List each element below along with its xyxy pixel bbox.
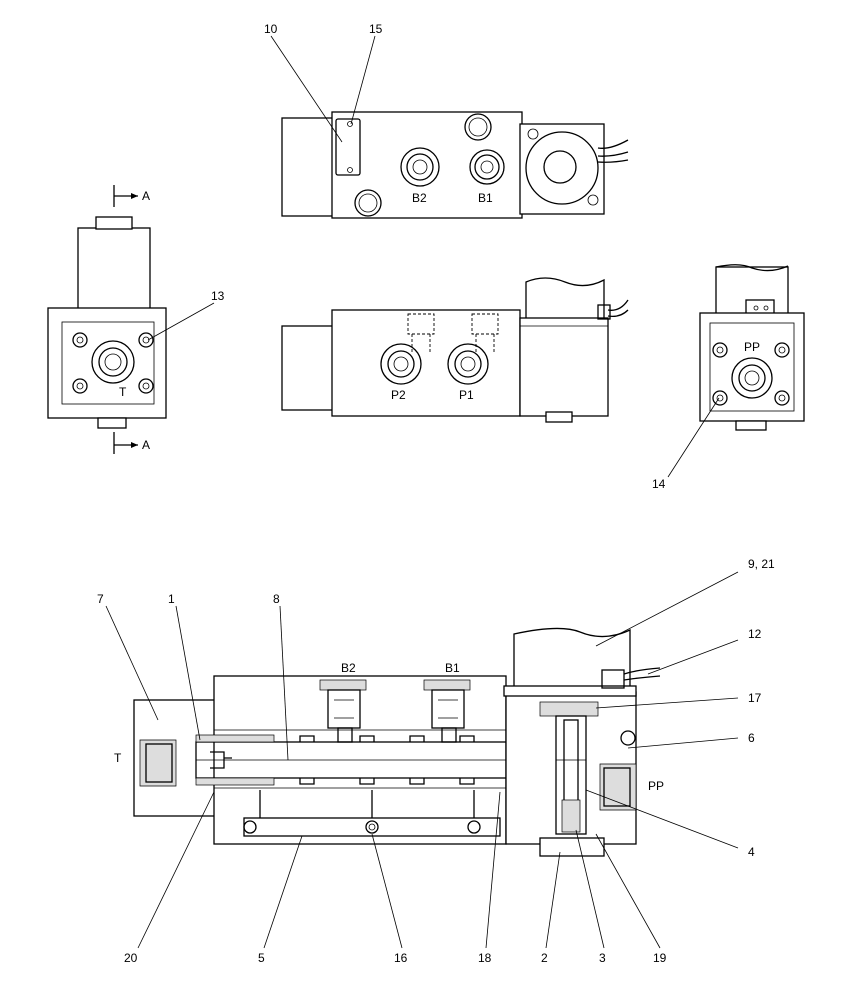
callout-12: 12 bbox=[748, 627, 762, 641]
solenoid-housing-left bbox=[77, 227, 151, 311]
left-end-view: A T A bbox=[47, 185, 167, 454]
callout-13: 13 bbox=[211, 289, 225, 303]
leader-lines bbox=[105, 35, 739, 949]
port-t-label-end: T bbox=[119, 385, 127, 399]
port-b2-label-section: B2 bbox=[341, 661, 356, 675]
solenoid-section bbox=[503, 627, 661, 697]
right-end-view: PP bbox=[699, 264, 805, 431]
port-b2-label-top: B2 bbox=[412, 191, 427, 205]
callout-4: 4 bbox=[748, 845, 755, 859]
port-p2-label-front: P2 bbox=[391, 388, 406, 402]
port-pp-label-section: PP bbox=[648, 779, 664, 793]
port-p1-label-front: P1 bbox=[459, 388, 474, 402]
callouts: 10 15 13 14 9, 21 12 17 6 4 7 1 8 20 5 1… bbox=[97, 22, 775, 965]
port-b1-top bbox=[469, 149, 505, 185]
section-view bbox=[133, 627, 661, 857]
callout-16: 16 bbox=[394, 951, 408, 965]
callout-20: 20 bbox=[124, 951, 138, 965]
callout-15: 15 bbox=[369, 22, 383, 36]
callout-10: 10 bbox=[264, 22, 278, 36]
port-pp-label-end: PP bbox=[744, 340, 760, 354]
section-mark-bottom: A bbox=[142, 438, 150, 452]
callout-3: 3 bbox=[599, 951, 606, 965]
callout-5: 5 bbox=[258, 951, 265, 965]
port-t-end bbox=[91, 340, 135, 384]
callout-14: 14 bbox=[652, 477, 666, 491]
callout-18: 18 bbox=[478, 951, 492, 965]
solenoid-housing-front bbox=[519, 317, 609, 417]
port-b1-label-top: B1 bbox=[478, 191, 493, 205]
callout-17: 17 bbox=[748, 691, 762, 705]
solenoid-coil bbox=[525, 131, 599, 205]
nameplate bbox=[335, 118, 361, 176]
lower-passage bbox=[243, 790, 501, 837]
port-p1-front bbox=[447, 343, 489, 385]
section-mark-top: A bbox=[142, 189, 150, 203]
callout-2: 2 bbox=[541, 951, 548, 965]
callout-19: 19 bbox=[653, 951, 667, 965]
callout-9-21: 9, 21 bbox=[748, 557, 775, 571]
port-b2-top bbox=[400, 147, 440, 187]
callout-7: 7 bbox=[97, 592, 104, 606]
port-pp-end bbox=[731, 357, 773, 399]
port-b1-label-section: B1 bbox=[445, 661, 460, 675]
front-view bbox=[281, 277, 629, 423]
callout-1: 1 bbox=[168, 592, 175, 606]
callout-6: 6 bbox=[748, 731, 755, 745]
callout-8: 8 bbox=[273, 592, 280, 606]
spool bbox=[195, 734, 509, 786]
port-t-label-section: T bbox=[114, 751, 122, 765]
port-p2-front bbox=[380, 343, 422, 385]
top-view bbox=[281, 111, 629, 219]
